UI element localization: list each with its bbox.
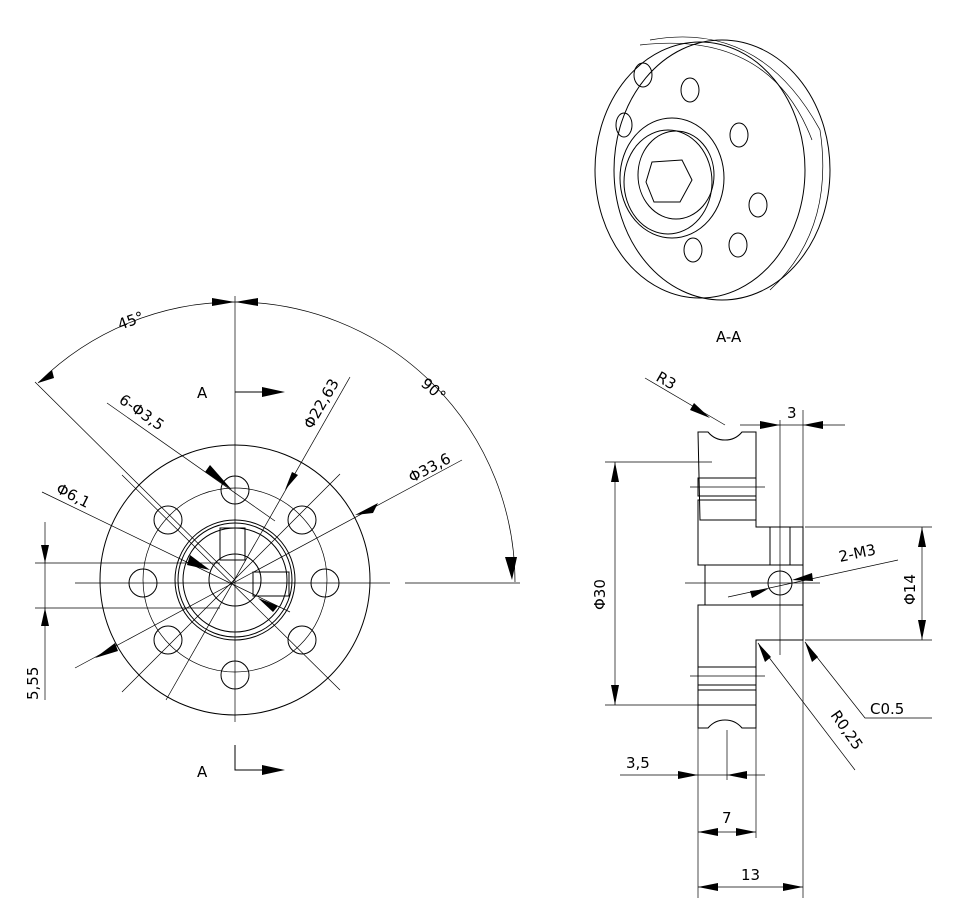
dim-7-label: 7 [722,809,732,827]
dim-35-label: 3,5 [626,754,650,772]
r025-label: R0,25 [827,707,867,753]
dia-outer-label: Φ33,6 [405,449,453,486]
dim-3-label: 3 [787,404,797,422]
thread-label: 2-M3 [837,541,877,566]
chamfer-label: C0.5 [870,700,904,718]
angle-45-label: 45° [115,308,146,334]
dia-pcd-label: Φ22,63 [300,376,343,432]
section-view: A-A R3 3 Φ30 [591,328,932,898]
dia-30-label: Φ30 [591,579,609,610]
isometric-view [594,36,831,301]
flat-label: 5,55 [24,667,42,700]
front-view: 45° 90° 6-Φ3,5 Φ22,63 Φ33,6 Φ6,1 5,55 A … [24,296,520,781]
angle-90-label: 90° [417,374,449,405]
dim-13-label: 13 [741,866,760,884]
r3-label: R3 [653,368,679,394]
holes-label: 6-Φ3,5 [116,391,168,435]
section-mark-top: A [197,384,208,402]
dia-14-label: Φ14 [901,574,919,605]
section-mark-bottom: A [197,763,208,781]
section-title: A-A [716,328,742,346]
